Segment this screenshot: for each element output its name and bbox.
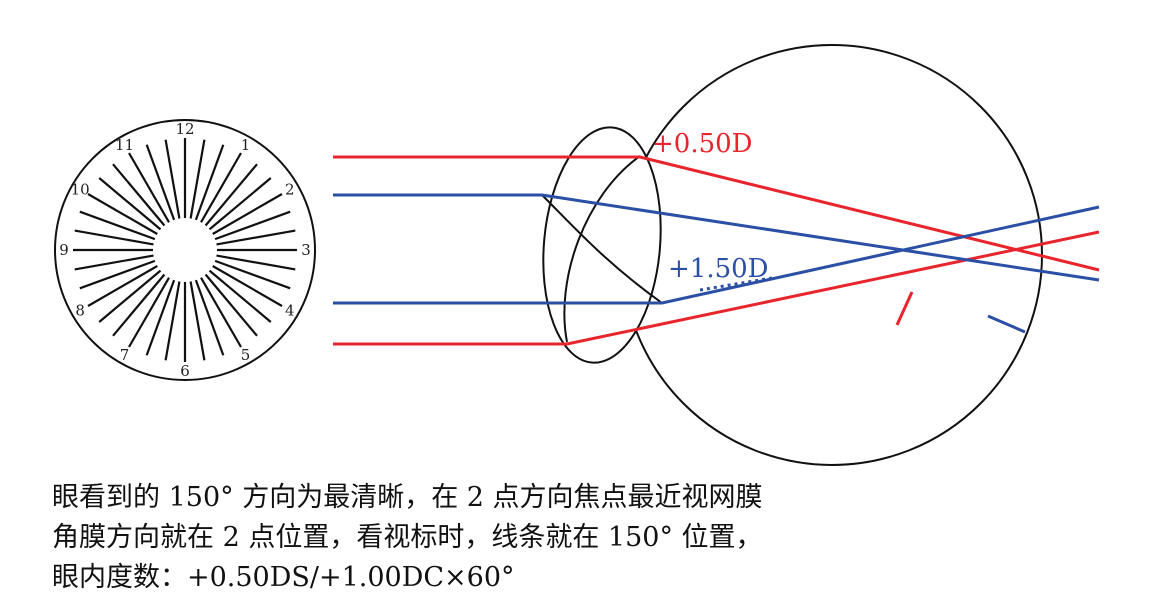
dial-spoke xyxy=(164,281,181,361)
dial-spoke xyxy=(74,229,154,246)
dial-number: 1 xyxy=(241,136,251,154)
dial-spoke xyxy=(194,144,225,221)
dial-spoke xyxy=(204,273,258,337)
blue-ray-upper xyxy=(333,193,1100,282)
dial-number: 5 xyxy=(241,346,251,364)
dial-spoke xyxy=(74,254,154,271)
dial-spoke xyxy=(212,193,283,235)
blue-power-label: +1.50D xyxy=(668,254,769,284)
dial-number: 6 xyxy=(180,362,190,380)
blue-focal-dots xyxy=(699,276,773,292)
dial-spoke xyxy=(98,177,162,231)
dial-spoke xyxy=(112,163,166,227)
dial-spoke xyxy=(216,229,296,246)
dial-number: 3 xyxy=(301,241,311,259)
dial-spoke xyxy=(212,265,283,307)
dial-spoke xyxy=(79,259,156,290)
dial-spoke xyxy=(79,210,156,241)
dial-number: 2 xyxy=(285,181,295,199)
red-ray-group xyxy=(333,155,1100,346)
red-ray-upper xyxy=(333,155,1100,272)
blue-ray-group xyxy=(333,193,1100,305)
dial-spoke xyxy=(216,254,296,271)
dial-spoke xyxy=(128,277,170,348)
dial-spoke xyxy=(194,279,225,356)
dial-number: 4 xyxy=(285,302,295,320)
dial-spoke xyxy=(204,163,258,227)
red-power-label: +0.50D xyxy=(652,129,753,159)
dial-spoke xyxy=(214,210,291,241)
dial-spoke xyxy=(112,273,166,337)
red-focal-line-marker xyxy=(895,291,914,326)
caption-line-3: 眼内度数：+0.50DS/+1.00DC×60° xyxy=(52,562,515,593)
dial-spoke xyxy=(208,177,272,231)
dial-outline xyxy=(54,119,316,381)
lens-inner-curve-1 xyxy=(541,194,663,304)
dial-number: 11 xyxy=(115,136,134,154)
dial-number: 9 xyxy=(59,241,69,259)
caption-line-2: 角膜方向就在 2 点位置，看视标时，线条就在 150° 位置， xyxy=(52,522,763,553)
dial-spoke xyxy=(214,259,291,290)
dial-number: 8 xyxy=(75,302,85,320)
dial-number: 10 xyxy=(71,181,90,199)
dial-spoke xyxy=(87,265,158,307)
dial-spoke xyxy=(145,144,176,221)
dial-spoke xyxy=(189,139,206,219)
dial-spoke xyxy=(164,139,181,219)
dial-number: 7 xyxy=(120,346,130,364)
dial-spokes xyxy=(73,138,297,362)
red-ray-lower xyxy=(333,230,1100,346)
caption: 眼看到的 150° 方向为最清晰，在 2 点方向焦点最近视网膜 角膜方向就在 2… xyxy=(52,478,1142,598)
dial-spoke xyxy=(189,281,206,361)
blue-ray-lower xyxy=(333,205,1100,305)
dial-spoke xyxy=(128,152,170,223)
dial-spoke xyxy=(208,269,272,323)
lens-inner-curve-2 xyxy=(563,155,641,343)
dial-spoke xyxy=(200,277,242,348)
blue-focal-line-marker xyxy=(987,314,1026,334)
dial-spoke xyxy=(200,152,242,223)
dial-spoke xyxy=(145,279,176,356)
caption-line-1: 眼看到的 150° 方向为最清晰，在 2 点方向焦点最近视网膜 xyxy=(52,482,763,513)
dial-number: 12 xyxy=(175,120,194,138)
dial-spoke xyxy=(87,193,158,235)
dial-spoke xyxy=(98,269,162,323)
